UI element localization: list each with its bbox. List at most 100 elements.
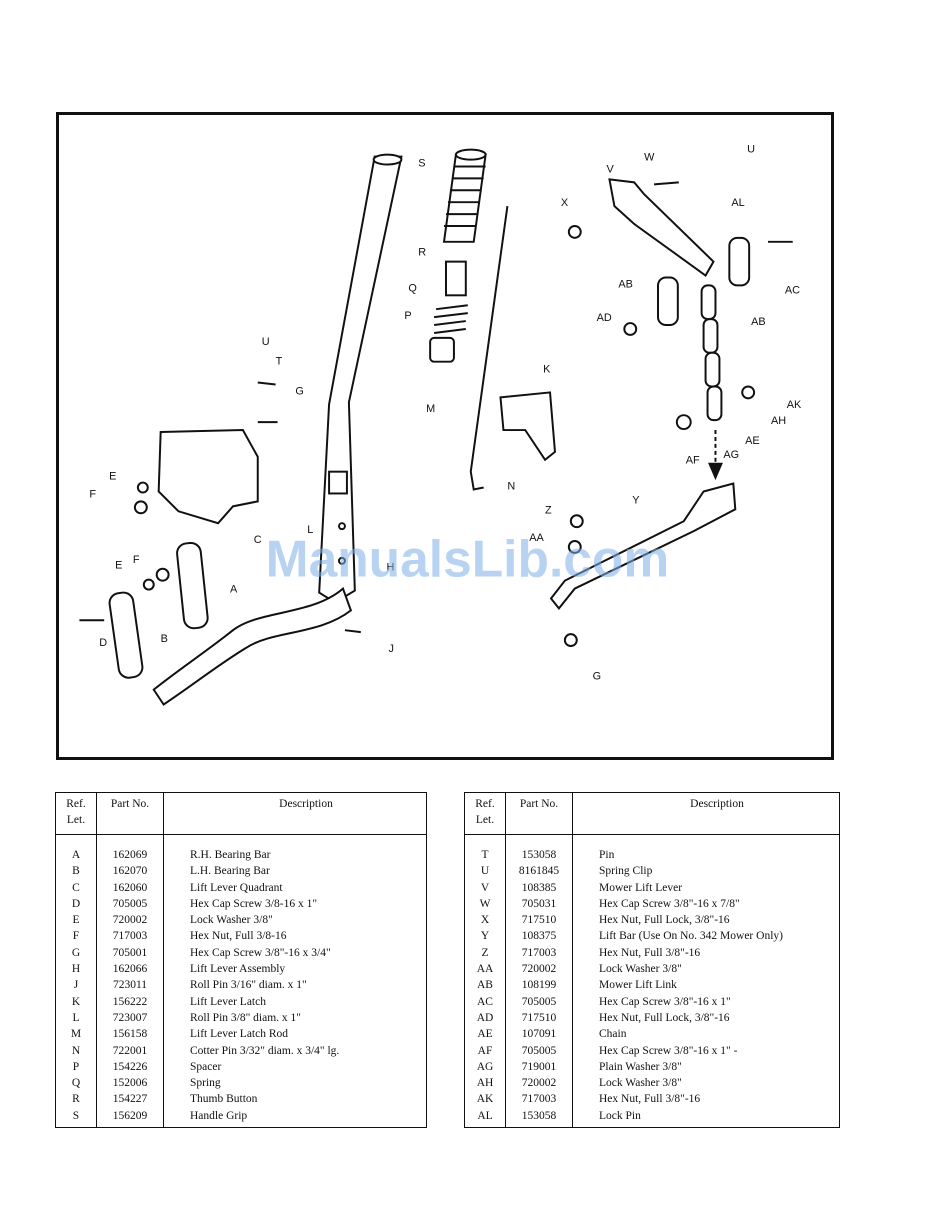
ref-cell: B: [55, 863, 97, 880]
description-cell: Spring Clip: [572, 863, 840, 880]
part-number-cell: 108375: [505, 928, 573, 945]
ref-cell: H: [55, 961, 97, 978]
callout: B: [161, 633, 168, 645]
callout: AD: [597, 312, 612, 324]
mower-lift-lever: [608, 178, 715, 277]
ref-cell: Z: [464, 944, 506, 962]
callout: N: [507, 481, 515, 493]
callout: G: [295, 385, 303, 397]
callout: AF: [686, 455, 700, 467]
ref-cell: W: [464, 895, 506, 913]
callout: U: [262, 336, 270, 348]
ref-cell: F: [55, 928, 97, 945]
description-cell: R.H. Bearing Bar: [163, 834, 427, 864]
description-cell: Chain: [572, 1026, 840, 1043]
callout: C: [254, 534, 262, 546]
description-cell: Handle Grip: [163, 1107, 427, 1128]
part-number-cell: 156209: [96, 1107, 164, 1128]
ref-cell: C: [55, 879, 97, 896]
part-number-cell: 717510: [505, 912, 573, 929]
description-cell: Hex Nut, Full 3/8"-16: [572, 944, 840, 962]
description-cell: Lock Pin: [572, 1107, 840, 1128]
part-number-cell: 705005: [96, 895, 164, 913]
callout: W: [644, 152, 655, 164]
callout: D: [99, 637, 107, 649]
description-cell: Thumb Button: [163, 1091, 427, 1108]
part-header: Part No.: [96, 792, 164, 835]
callout: Z: [545, 504, 552, 516]
callout: G: [593, 671, 601, 683]
description-cell: Hex Nut, Full 3/8"-16: [572, 1091, 840, 1108]
table-header-row: Ref. Let. Part No. Description: [55, 792, 427, 835]
ref-cell: E: [55, 912, 97, 929]
ref-cell: Q: [55, 1075, 97, 1092]
ref-cell: L: [55, 1009, 97, 1027]
rh-bearing-bar: [176, 541, 209, 630]
ref-header: Ref. Let.: [55, 792, 97, 835]
callout: R: [418, 247, 426, 259]
description-cell: Cotter Pin 3/32" diam. x 3/4" lg.: [163, 1042, 427, 1059]
part-number-cell: 162070: [96, 863, 164, 880]
part-number-cell: 162066: [96, 961, 164, 978]
part-number-cell: 705031: [505, 895, 573, 913]
description-cell: Hex Cap Screw 3/8"-16 x 7/8": [572, 895, 840, 913]
description-cell: Lock Washer 3/8": [572, 1075, 840, 1092]
ref-cell: AF: [464, 1042, 506, 1059]
callout: AC: [785, 284, 800, 296]
lift-bar: [549, 482, 737, 610]
spacer: [429, 336, 455, 363]
ref-cell: M: [55, 1026, 97, 1043]
ref-cell: K: [55, 993, 97, 1010]
ref-cell: S: [55, 1107, 97, 1128]
callout: J: [389, 643, 394, 655]
desc-header: Description: [163, 792, 427, 835]
part-number-cell: 705005: [505, 993, 573, 1010]
exploded-view-drawing: S R Q P M N K W V U X AL AB AC AB AD AK …: [79, 144, 802, 706]
description-cell: Roll Pin 3/16" diam. x 1": [163, 977, 427, 994]
thumb-button: [445, 260, 467, 297]
part-number-cell: 723007: [96, 1009, 164, 1027]
mower-lift-link: [728, 236, 751, 287]
ref-cell: V: [464, 879, 506, 896]
handle-grip: [442, 153, 487, 243]
part-number-cell: 108385: [505, 879, 573, 896]
description-cell: Lock Washer 3/8": [572, 961, 840, 978]
callout: AE: [745, 435, 760, 447]
callout: AA: [529, 532, 544, 544]
desc-header: Description: [572, 792, 840, 835]
callout: AK: [787, 399, 802, 411]
callout: AL: [731, 197, 744, 209]
description-cell: Lock Washer 3/8": [163, 912, 427, 929]
lift-lever-latch: [499, 391, 557, 462]
callout: Q: [408, 282, 416, 294]
lift-lever-quadrant: [157, 429, 259, 525]
description-cell: Mower Lift Link: [572, 977, 840, 994]
callout: L: [307, 524, 313, 536]
callout: AG: [723, 449, 739, 461]
part-number-cell: 720002: [505, 961, 573, 978]
description-cell: Hex Cap Screw 3/8-16 x 1": [163, 895, 427, 913]
chain: [700, 284, 723, 422]
